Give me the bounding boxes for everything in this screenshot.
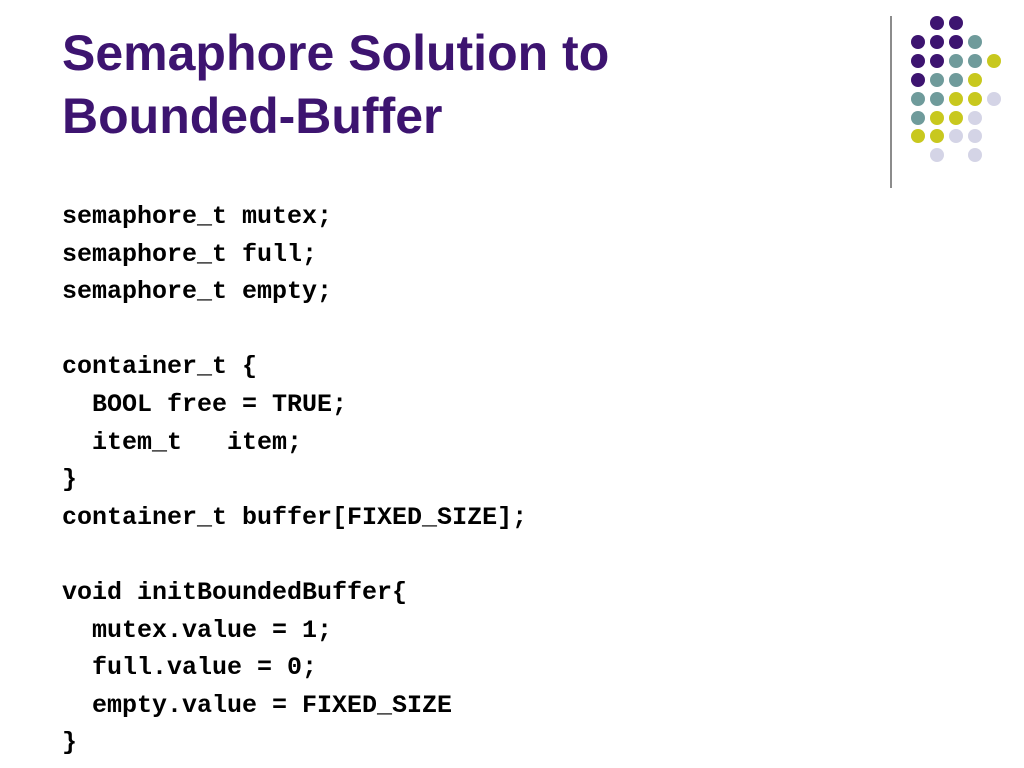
- decorative-dot: [968, 35, 982, 49]
- decorative-dot: [930, 54, 944, 68]
- decorative-dot: [949, 16, 963, 30]
- decorative-dot: [949, 92, 963, 106]
- decorative-dot: [930, 92, 944, 106]
- decorative-dot: [987, 54, 1001, 68]
- code-line: semaphore_t mutex;: [62, 202, 333, 231]
- code-line: BOOL free = TRUE;: [62, 389, 348, 419]
- code-line: container_t {: [62, 352, 258, 382]
- decorative-dot: [911, 92, 925, 106]
- code-line: full.value = 0;: [62, 653, 318, 683]
- decorative-dot: [949, 35, 963, 49]
- code-line: }: [62, 728, 78, 758]
- decorative-dot: [949, 111, 963, 125]
- code-line: empty.value = FIXED_SIZE: [62, 690, 453, 720]
- decorative-dot-grid: [911, 16, 1001, 162]
- decorative-dot: [930, 111, 944, 125]
- vertical-divider: [890, 16, 892, 188]
- decorative-dot: [911, 73, 925, 87]
- code-line: [62, 311, 527, 349]
- code-line: [62, 536, 527, 574]
- slide-title-line-1: Semaphore Solution to: [62, 25, 610, 81]
- decorative-dot: [911, 111, 925, 125]
- decorative-dot: [911, 54, 925, 68]
- code-line: container_t buffer[FIXED_SIZE];: [62, 502, 528, 532]
- decorative-dot: [968, 73, 982, 87]
- code-line: }: [62, 465, 78, 495]
- decorative-dot: [968, 111, 982, 125]
- decorative-dot: [949, 73, 963, 87]
- decorative-dot: [930, 148, 944, 162]
- decorative-dot: [968, 92, 982, 106]
- decorative-dot: [949, 129, 963, 143]
- decorative-dot: [911, 129, 925, 143]
- decorative-dot: [968, 129, 982, 143]
- code-line: semaphore_t full;: [62, 239, 318, 269]
- code-line: void initBoundedBuffer{: [62, 577, 408, 607]
- slide-title-line-2: Bounded-Buffer: [62, 88, 443, 144]
- slide-title: Semaphore Solution to Bounded-Buffer: [62, 22, 862, 148]
- decorative-dot: [930, 35, 944, 49]
- decorative-dot: [930, 16, 944, 30]
- decorative-dot: [930, 73, 944, 87]
- decorative-dot: [911, 35, 925, 49]
- code-line: mutex.value = 1;: [62, 615, 333, 645]
- code-line: item_t item;: [62, 427, 303, 457]
- decorative-dot: [949, 54, 963, 68]
- decorative-dot: [968, 148, 982, 162]
- decorative-dot: [968, 54, 982, 68]
- code-block: semaphore_t mutex; semaphore_t full; sem…: [62, 198, 527, 762]
- decorative-dot: [987, 92, 1001, 106]
- code-line: semaphore_t empty;: [62, 277, 333, 307]
- decorative-dot: [930, 129, 944, 143]
